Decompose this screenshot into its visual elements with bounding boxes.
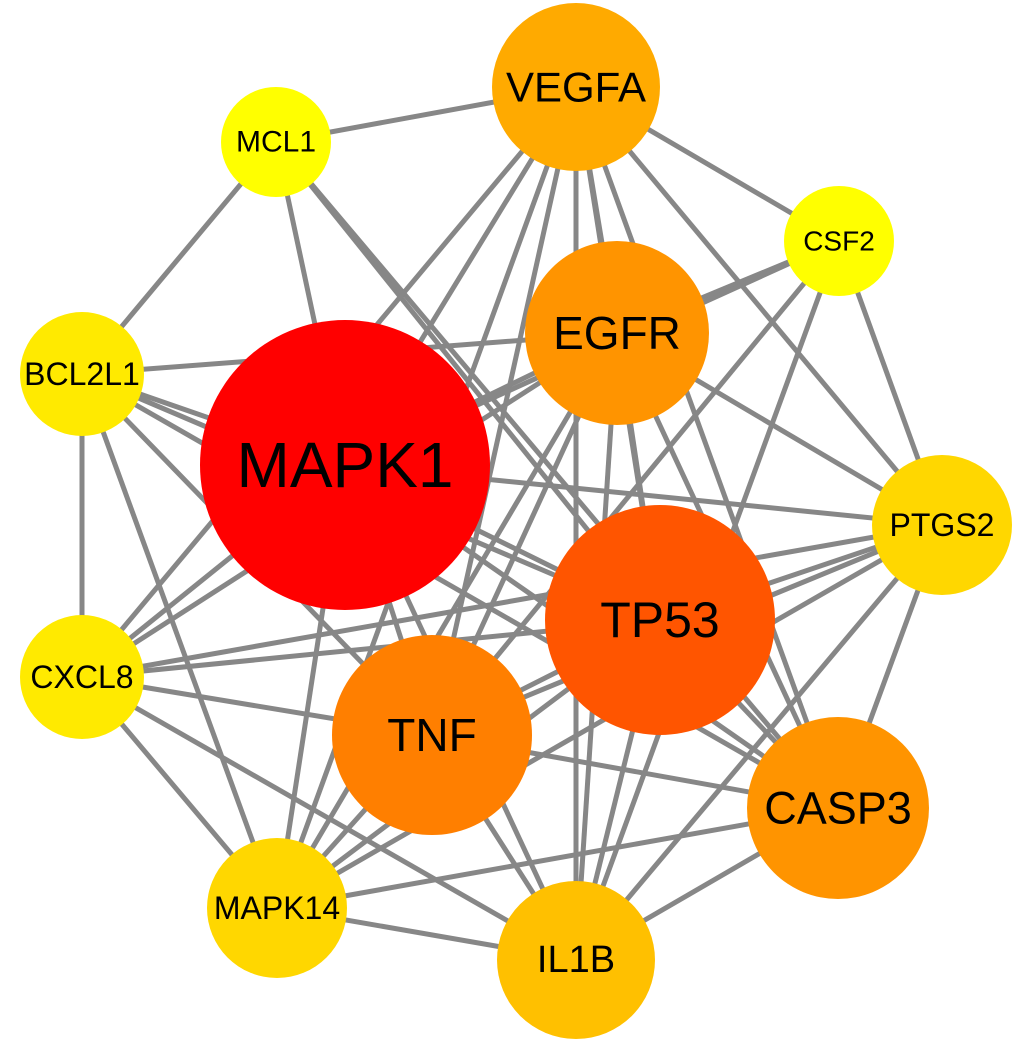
node-circle[interactable]	[497, 881, 655, 1039]
node-label: TNF	[387, 709, 476, 761]
node-label: EGFR	[553, 307, 681, 359]
node-circle[interactable]	[545, 505, 775, 735]
node-label: VEGFA	[506, 64, 646, 111]
node-cxcl8[interactable]: CXCL8	[20, 615, 144, 739]
node-ptgs2[interactable]: PTGS2	[872, 455, 1012, 595]
node-label: TP53	[600, 592, 720, 648]
edge-egfr-mapk14	[274, 331, 620, 910]
node-circle[interactable]	[784, 186, 894, 296]
node-circle[interactable]	[525, 241, 709, 425]
node-circle[interactable]	[20, 312, 144, 436]
node-label: CXCL8	[30, 659, 133, 695]
node-label: CSF2	[803, 226, 875, 257]
node-circle[interactable]	[200, 320, 490, 610]
node-circle[interactable]	[207, 838, 347, 978]
node-label: MAPK1	[237, 429, 454, 501]
node-label: BCL2L1	[24, 356, 140, 392]
node-tnf[interactable]: TNF	[332, 635, 532, 835]
node-bcl2l1[interactable]: BCL2L1	[20, 312, 144, 436]
edge-cxcl8-il1b	[80, 674, 578, 963]
node-label: MCL1	[236, 126, 316, 159]
edge-vegfa-tnf	[429, 86, 579, 736]
edge-ptgs2-cxcl8	[81, 522, 943, 680]
node-egfr[interactable]: EGFR	[525, 241, 709, 425]
edge-casp3-mapk14	[276, 805, 839, 911]
edge-bcl2l1-mapk14	[79, 373, 280, 909]
node-circle[interactable]	[332, 635, 532, 835]
node-il1b[interactable]: IL1B	[497, 881, 655, 1039]
node-casp3[interactable]: CASP3	[747, 717, 929, 899]
node-circle[interactable]	[20, 615, 144, 739]
node-tp53[interactable]: TP53	[545, 505, 775, 735]
node-mapk14[interactable]: MAPK14	[207, 838, 347, 978]
node-csf2[interactable]: CSF2	[784, 186, 894, 296]
node-mcl1[interactable]: MCL1	[221, 87, 331, 197]
edge-vegfa-casp3	[573, 86, 841, 809]
node-circle[interactable]	[872, 455, 1012, 595]
node-label: IL1B	[537, 939, 615, 981]
node-vegfa[interactable]: VEGFA	[492, 3, 660, 171]
edge-csf2-tnf	[430, 239, 841, 737]
node-label: MAPK14	[214, 890, 340, 926]
node-mapk1[interactable]: MAPK1	[200, 320, 490, 610]
edge-vegfa-ptgs2	[574, 85, 944, 527]
node-circle[interactable]	[221, 87, 331, 197]
edge-ptgs2-il1b	[574, 523, 944, 962]
node-label: CASP3	[764, 783, 912, 834]
node-circle[interactable]	[747, 717, 929, 899]
node-label: PTGS2	[890, 507, 995, 543]
node-circle[interactable]	[492, 3, 660, 171]
